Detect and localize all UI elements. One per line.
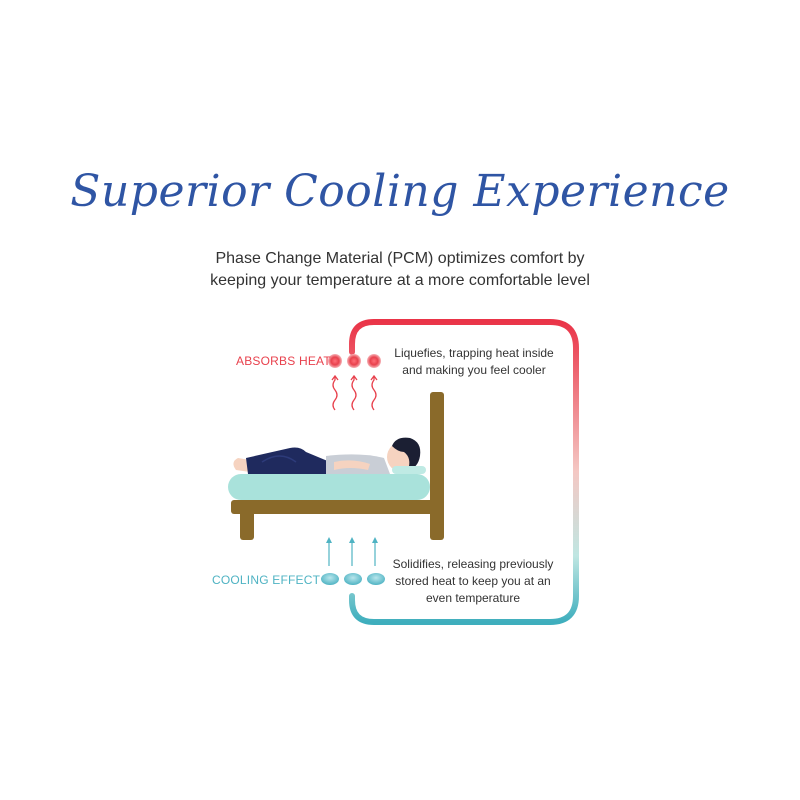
absorbs-heat-label: ABSORBS HEAT <box>236 354 331 368</box>
cooling-arrow-3 <box>372 537 378 566</box>
cooling-note-line-3: even temperature <box>425 591 521 605</box>
person-legs <box>246 447 330 474</box>
person-arm <box>334 460 370 470</box>
bed-headboard <box>430 392 444 540</box>
heat-wave-arrow-3 <box>370 374 378 411</box>
person-hair <box>392 437 421 470</box>
sleeping-person <box>233 437 426 474</box>
cooling-note: Solidifies, releasing previously stored … <box>383 556 563 607</box>
bed-frame-rail <box>231 500 444 514</box>
heat-wave-arrow-1 <box>331 374 339 411</box>
person-knee <box>261 455 297 463</box>
heat-dot-1 <box>328 354 342 368</box>
heat-note: Liquefies, trapping heat inside and maki… <box>384 345 564 379</box>
cooling-dot-2 <box>344 573 362 585</box>
cooling-note-line-2: stored heat to keep you at an <box>395 574 551 588</box>
cooling-dots <box>321 573 385 585</box>
heat-dot-3 <box>367 354 381 368</box>
subtitle-line-1: Phase Change Material (PCM) optimizes co… <box>215 250 585 267</box>
pillow <box>392 466 426 474</box>
heat-note-line-2: and making you feel cooler <box>402 363 546 377</box>
cooling-note-line-1: Solidifies, releasing previously <box>392 557 554 571</box>
cooling-arrows <box>326 537 378 566</box>
heat-note-line-1: Liquefies, trapping heat inside <box>394 346 554 360</box>
heat-dots <box>328 354 381 368</box>
person-feet <box>233 458 250 472</box>
bed <box>228 392 444 540</box>
cooling-arrow-1 <box>326 537 332 566</box>
heat-wave-arrow-2 <box>350 374 358 411</box>
cooling-effect-label: COOLING EFFECT <box>212 573 321 587</box>
cooling-dot-3 <box>367 573 385 585</box>
subtitle-line-2: keeping your temperature at a more comfo… <box>210 272 590 289</box>
mattress <box>228 474 430 500</box>
heat-wave-arrows <box>331 374 378 411</box>
bed-foot-post <box>240 508 254 540</box>
cooling-arrow-2 <box>349 537 355 566</box>
cycle-loop-arrow <box>349 319 579 625</box>
cooling-dot-1 <box>321 573 339 585</box>
diagram-subtitle: Phase Change Material (PCM) optimizes co… <box>0 248 800 292</box>
diagram-title: Superior Cooling Experience <box>70 166 730 217</box>
heat-dot-2 <box>347 354 361 368</box>
